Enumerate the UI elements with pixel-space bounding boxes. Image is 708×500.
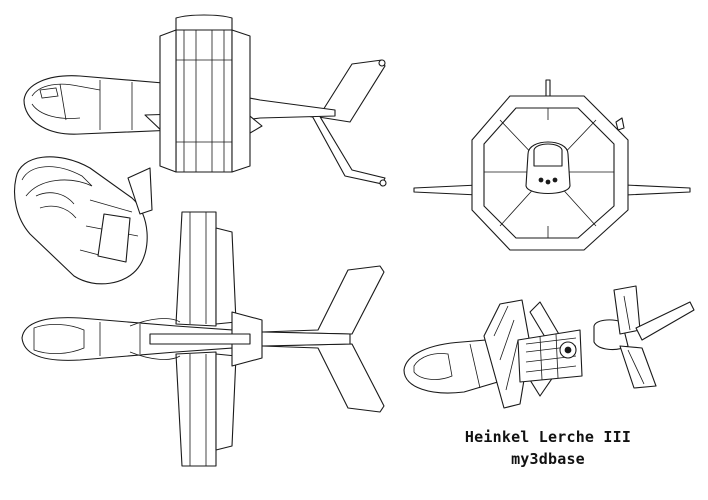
front-view [413,79,691,251]
drawing-credit: my3dbase [511,450,585,468]
side-view [23,14,387,187]
perspective-nose-view [13,156,153,285]
drawing-title: Heinkel Lerche III [464,428,632,446]
top-view [21,211,385,467]
exploded-view [403,285,695,409]
